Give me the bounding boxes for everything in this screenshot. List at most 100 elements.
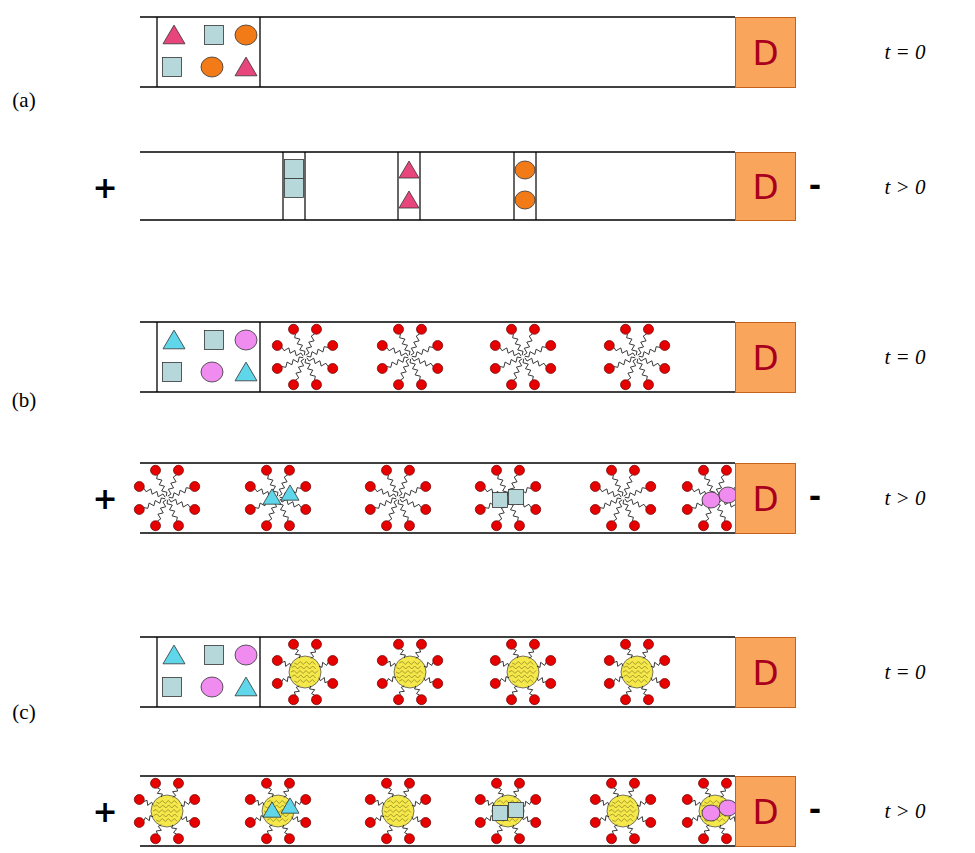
surfactant-head	[421, 504, 431, 514]
surfactant-head	[404, 465, 414, 475]
detector-box: D	[735, 776, 796, 847]
surfactant-head	[531, 504, 541, 514]
capillary-wall	[140, 636, 735, 637]
micelle-core	[621, 656, 653, 688]
analyte-circle	[702, 805, 720, 821]
surfactant-tail	[268, 788, 273, 797]
surfactant-head	[621, 639, 631, 649]
analyte-triangle	[263, 802, 281, 817]
band-edge	[282, 152, 283, 220]
surfactant-head	[245, 817, 255, 827]
polymer-chain	[509, 662, 536, 683]
time-label: t = 0	[884, 345, 925, 370]
analyte-circle	[235, 645, 257, 665]
analyte-square	[163, 678, 182, 697]
surfactant-head	[134, 482, 144, 492]
analyte-circle	[515, 191, 535, 209]
band-edge	[304, 152, 305, 220]
capillary-wall	[140, 86, 735, 87]
surfactant-tail	[305, 359, 315, 380]
panel-letter: (b)	[12, 388, 37, 413]
electrode-sign: +	[92, 481, 117, 516]
detector-label: D	[752, 338, 778, 378]
surfactant-tail	[400, 334, 410, 355]
surfactant-tail	[637, 359, 647, 380]
capillary-wall	[140, 391, 735, 392]
surfactant-tail	[157, 788, 162, 797]
surfactant-head	[531, 795, 541, 805]
surfactant-head	[284, 521, 294, 531]
detector-label: D	[752, 792, 778, 832]
surfactant-head	[382, 465, 392, 475]
surfactant-tail	[629, 788, 634, 797]
surfactant-head	[151, 465, 161, 475]
polymer-chain	[153, 801, 180, 822]
surfactant-head	[433, 363, 443, 373]
analyte-triangle	[399, 191, 419, 208]
analyte-square	[509, 803, 524, 818]
polymer-chain	[384, 801, 411, 822]
surfactant-tail	[513, 825, 518, 834]
surfactant-head	[629, 465, 639, 475]
surfactant-head	[382, 778, 392, 788]
analyte-square	[163, 363, 182, 382]
analyte-square	[493, 493, 508, 508]
surfactant-head	[382, 521, 392, 531]
surfactant-head	[529, 324, 539, 334]
surfactant-head	[433, 678, 443, 688]
surfactant-tail	[310, 686, 315, 695]
surfactant-head	[607, 465, 617, 475]
polymer-chain	[623, 662, 650, 683]
surfactant-head	[262, 834, 272, 844]
polymer-micelle	[365, 778, 430, 843]
detector-box: D	[735, 152, 796, 221]
capillary-wall	[140, 151, 735, 152]
surfactant-head	[289, 695, 299, 705]
surfactant-tail	[498, 788, 503, 797]
surfactant-tail	[375, 800, 384, 805]
surfactant-head	[284, 778, 294, 788]
surfactant-head	[490, 363, 500, 373]
surfactant-tail	[500, 357, 521, 367]
micelle-core	[289, 656, 321, 688]
surfactant-head	[262, 465, 272, 475]
surfactant-head	[507, 380, 517, 390]
surfactant-head	[245, 504, 255, 514]
sample-plug-edge	[259, 322, 260, 392]
surfactant-tail	[613, 475, 623, 496]
surfactant-head	[394, 324, 404, 334]
surfactant-head	[433, 656, 443, 666]
surfactant-tail	[156, 825, 161, 834]
surfactant-head	[421, 795, 431, 805]
surfactant-tail	[375, 816, 384, 821]
surfactant-head	[151, 778, 161, 788]
surfactant-tail	[410, 359, 420, 380]
surfactant-head	[514, 521, 524, 531]
detector-label: D	[752, 479, 778, 519]
detector-label: D	[752, 33, 778, 73]
analyte-triangle	[281, 798, 299, 813]
sample-plug-edge	[259, 17, 260, 87]
surfactant-tail	[415, 686, 420, 695]
polymer-micelle	[490, 639, 555, 704]
analyte-triangle	[163, 330, 185, 349]
surfactant-head	[590, 504, 600, 514]
surfactant-tail	[387, 677, 396, 682]
surfactant-head	[134, 795, 144, 805]
surfactant-tail	[282, 677, 291, 682]
analyte-circle	[201, 57, 223, 77]
surfactant-head	[301, 817, 311, 827]
surfactant-head	[643, 380, 653, 390]
surfactant-head	[173, 521, 183, 531]
detector-label: D	[752, 167, 778, 207]
analyte-square	[205, 331, 224, 350]
surfactant-head	[646, 504, 656, 514]
surfactant-head	[245, 482, 255, 492]
surfactant-head	[475, 817, 485, 827]
surfactant-head	[301, 482, 311, 492]
time-label: t > 0	[884, 175, 925, 200]
surfactant-head	[475, 482, 485, 492]
detector-box: D	[735, 17, 796, 88]
surfactant-tail	[497, 825, 502, 834]
